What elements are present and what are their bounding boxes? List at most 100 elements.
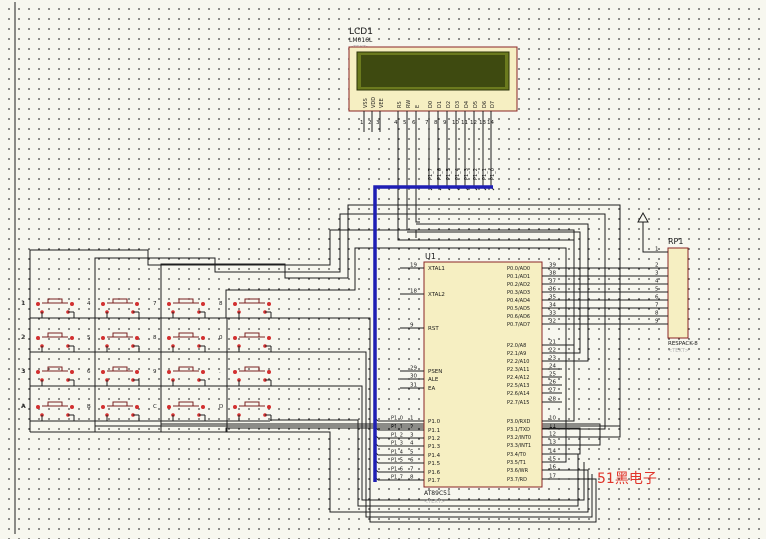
lcd-pin-number: 10 — [452, 120, 459, 126]
key-pin — [201, 370, 205, 374]
keypad-key[interactable]: 0 — [219, 332, 272, 353]
key-plunger — [112, 332, 128, 338]
keypad-key[interactable]: B — [87, 401, 140, 422]
mcu-part: AT89C51 — [424, 490, 451, 497]
keypad-key[interactable]: D — [219, 401, 272, 422]
mcu-pin-name: P3.0/RXD — [507, 419, 531, 425]
lcd-pin-name: D4 — [464, 101, 470, 108]
key-pin — [36, 336, 40, 340]
keypad-row-label: A — [21, 403, 26, 410]
lcd-pin-number: 5 — [403, 120, 407, 126]
keypad-key[interactable]: 8 — [153, 332, 206, 353]
mcu-pin-number: 21 — [549, 340, 556, 346]
key-label: 8 — [219, 301, 223, 307]
mcu-pin-name: P0.1/AD1 — [507, 274, 530, 280]
lcd-pin-name: VSS — [363, 98, 369, 108]
lcd-pin-number: 6 — [412, 120, 416, 126]
mcu-left-pin: 1P1.0 — [400, 416, 441, 425]
keypad-wire-p3-3 — [160, 423, 601, 446]
mcu-pin-name: P2.1/A9 — [507, 351, 526, 357]
keypad-key[interactable]: 3 — [22, 366, 75, 387]
mcu-left-pin: 8P1.7 — [400, 475, 441, 484]
key-plunger — [47, 366, 63, 372]
keypad-key[interactable]: 2 — [22, 332, 75, 353]
key-pin — [70, 336, 74, 340]
mcu-chip[interactable]: U1 AT89C51 <TEXT> 19XTAL118XTAL29RST29PS… — [400, 252, 562, 505]
mcu-left-pin: 3P1.2 — [400, 433, 440, 442]
keypad-key[interactable]: 7 — [153, 298, 206, 319]
bus-net-label: P1_7 — [428, 168, 434, 180]
data-bus — [373, 185, 493, 482]
keypad-key[interactable]: 8 — [219, 298, 272, 319]
mcu-pin-number: 6 — [410, 458, 414, 464]
keypad-key[interactable]: 6 — [87, 366, 140, 387]
mcu-pin-number: 28 — [549, 397, 556, 403]
keypad-key[interactable]: 1 — [22, 298, 75, 319]
key-plunger — [244, 401, 260, 407]
keypad-key[interactable]: . — [219, 366, 272, 387]
key-pin — [70, 370, 74, 374]
bus-net-label: P1_0 — [490, 168, 496, 180]
lcd-pin-number: 13 — [479, 120, 486, 126]
keypad-key[interactable]: 4 — [87, 298, 140, 319]
lcd-pin-name: VEE — [379, 98, 385, 108]
lcd-pin-number: 4 — [394, 120, 398, 126]
mcu-pin-name: P0.4/AD4 — [507, 298, 530, 304]
rp-pin: 8 — [655, 311, 668, 317]
mcu-pin-number: 12 — [549, 432, 556, 438]
rp-pin-number: 5 — [655, 287, 659, 293]
p1-net-label: P1_7 — [391, 475, 403, 481]
mcu-pin-number: 30 — [410, 374, 417, 380]
key-plunger — [244, 332, 260, 338]
mcu-pin-number: 27 — [549, 388, 556, 394]
keypad-wire-row3 — [160, 204, 621, 437]
keypad-key[interactable]: 5 — [87, 332, 140, 353]
key-pin — [167, 370, 171, 374]
keypad-key[interactable]: A — [22, 401, 75, 422]
lcd-pin: D29 — [443, 101, 452, 128]
mcu-pin-number: 24 — [549, 364, 556, 370]
lcd-pin: D6 13 — [479, 101, 488, 128]
key-label: 1 — [22, 301, 26, 307]
bus-net-label: P1_2 — [473, 168, 479, 180]
lcd-pin-name: RS — [397, 101, 403, 108]
mcu-pin-name: P2.0/A8 — [507, 343, 526, 349]
rp-pin-number: 4 — [655, 279, 659, 285]
lcd-pin-name: D2 — [446, 101, 452, 108]
keypad-key[interactable]: 9 — [153, 366, 206, 387]
lcd-module[interactable]: LCD1 LM016L <TEXT> VSS1VDD2VEE3RS4RW5E6D… — [348, 27, 518, 128]
mcu-body — [423, 261, 543, 488]
lcd-pin-name: D6 — [482, 101, 488, 108]
p1-net-label: P1_1 — [391, 425, 403, 431]
mcu-pin-number: 1 — [410, 416, 414, 422]
keypad-wire-extra-2 — [270, 385, 585, 501]
lcd-pin-name: D5 — [473, 101, 479, 108]
key-pin — [101, 302, 105, 306]
keypad-key[interactable]: C — [153, 401, 206, 422]
keypad-wire-p3-0 — [29, 229, 575, 422]
mcu-pin-name: P3.2/INT0 — [507, 435, 531, 441]
key-pin — [201, 405, 205, 409]
rp-power-wire — [642, 222, 656, 253]
keypad-row-label: 1 — [21, 300, 25, 307]
mcu-pin-name: P2.4/A12 — [507, 375, 529, 381]
mcu-pin-name: RST — [428, 326, 439, 332]
key-pin — [267, 302, 271, 306]
